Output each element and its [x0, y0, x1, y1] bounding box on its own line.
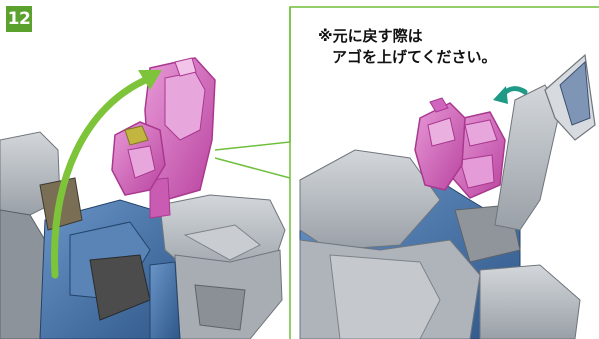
note-line-2: アゴを上げてください。 — [332, 48, 497, 66]
callout-connector-line-lower — [214, 157, 291, 179]
step-number-badge: 12 — [6, 6, 32, 32]
left-robot-illustration — [0, 57, 286, 339]
instruction-note: ※元に戻す際は アゴを上げてください。 — [318, 26, 578, 68]
pink-face-part-detail — [414, 97, 466, 191]
teal-rotation-arrow-icon — [493, 86, 528, 104]
right-detail-illustration — [299, 53, 596, 339]
pink-face-part — [111, 121, 166, 196]
note-line-1: ※元に戻す際は — [318, 27, 423, 45]
curved-green-arrow-icon — [51, 70, 162, 279]
